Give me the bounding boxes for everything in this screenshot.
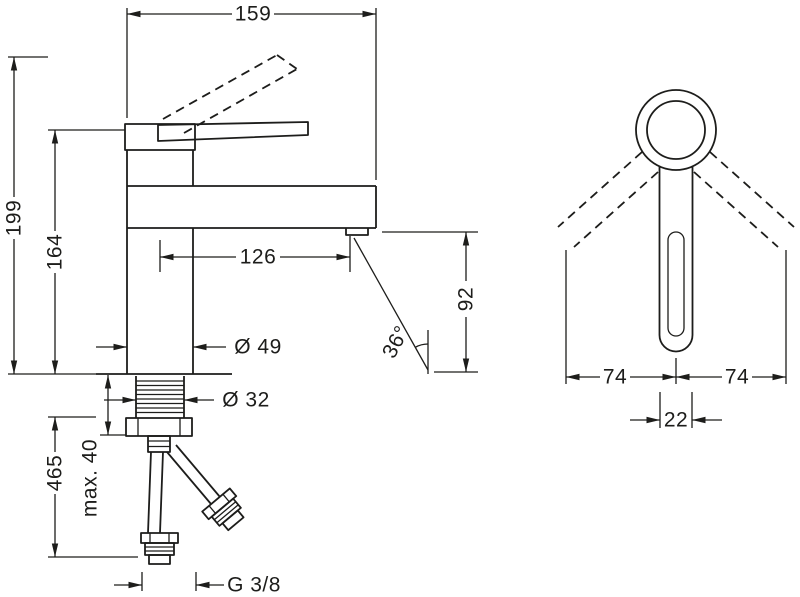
dim-extension-lines <box>126 8 377 180</box>
dim-body-height-label: 164 <box>44 234 67 271</box>
spout-inner-circle <box>646 100 706 160</box>
dim-body-diameter: Ø 49 <box>96 336 282 359</box>
dim-total-width-label: 159 <box>235 3 272 26</box>
dim-right-swing-label: 74 <box>725 366 749 389</box>
lever-top-view <box>658 166 694 353</box>
lever-inner-contour <box>667 231 685 337</box>
dim-spout-height: 92 <box>382 231 478 373</box>
dim-hose-length-label: 465 <box>44 455 67 492</box>
mounting-nut <box>125 417 193 437</box>
top-view-outline <box>557 89 795 353</box>
dim-extension-lines <box>565 250 787 384</box>
dim-swing-offsets: 74 74 <box>565 250 787 389</box>
dim-spray-angle: 36° <box>353 237 429 374</box>
dim-body-diameter-label: Ø 49 <box>234 336 282 359</box>
lever-handle <box>157 121 309 142</box>
swing-range-right-dashed <box>693 151 795 248</box>
dim-lever-width: 22 <box>630 392 722 432</box>
spout-outer-circle <box>635 89 717 171</box>
spray-angle-arc <box>414 343 429 348</box>
dim-max-mounting-depth-label: max. 40 <box>79 439 102 517</box>
dim-shank-diameter-label: Ø 32 <box>222 389 270 412</box>
hose-fitting-right <box>201 487 245 532</box>
handle-cap <box>124 123 196 151</box>
faucet-outline <box>96 54 377 375</box>
threaded-shank <box>135 376 185 418</box>
hose-fitting-left <box>140 532 179 565</box>
hose-collar-lines <box>148 440 170 448</box>
lever-raised-dashed <box>162 54 298 134</box>
dim-left-swing-label: 74 <box>603 366 627 389</box>
hose-collar <box>147 435 171 453</box>
shank-thread-hatch <box>136 380 184 414</box>
top-view: 74 74 22 <box>557 89 795 432</box>
dim-spout-height-label: 92 <box>455 287 478 311</box>
swing-range-left-dashed <box>557 151 659 248</box>
mounting-and-hoses <box>125 376 245 565</box>
supply-hose-left <box>147 451 164 534</box>
dim-connection-thread-label: G 3/8 <box>227 574 281 597</box>
dim-extension-lines <box>382 231 478 373</box>
dim-max-mounting-depth: max. 40 <box>79 375 126 517</box>
dim-body-height: 164 <box>44 129 125 374</box>
dim-spray-angle-label: 36° <box>378 322 414 362</box>
spray-angle-line <box>353 237 429 371</box>
spout <box>127 185 377 229</box>
mounting-nut-facets <box>137 418 181 436</box>
dim-extension-lines <box>141 572 197 591</box>
dim-total-height: 199 <box>3 56 96 375</box>
dim-connection-thread: G 3/8 <box>114 572 281 597</box>
dim-total-height-label: 199 <box>3 200 26 237</box>
supply-hose-right <box>166 444 221 505</box>
side-view: 159 199 164 126 92 <box>3 3 478 597</box>
dim-spout-reach-label: 126 <box>240 246 277 269</box>
dim-shank-diameter: Ø 32 <box>104 389 270 412</box>
dim-total-width: 159 <box>126 3 377 180</box>
aerator <box>345 228 369 236</box>
dim-hose-length: 465 <box>44 416 138 558</box>
dim-spout-reach: 126 <box>159 236 351 272</box>
dim-lever-width-label: 22 <box>664 409 688 432</box>
